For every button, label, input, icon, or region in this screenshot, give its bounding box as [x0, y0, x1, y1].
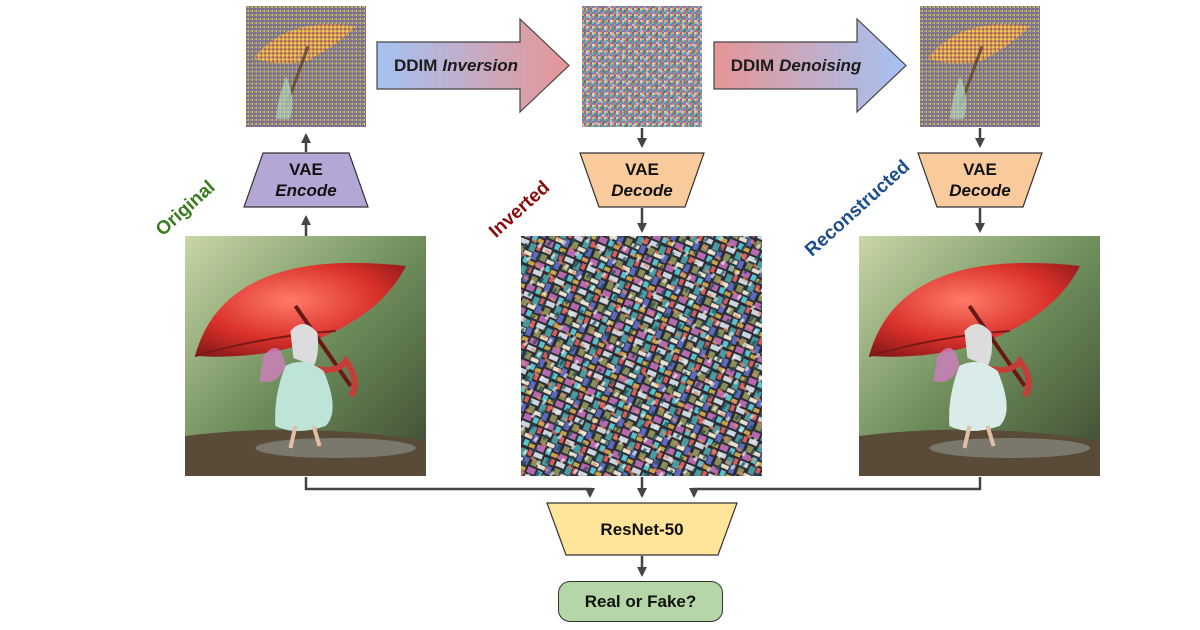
real-or-fake-output: Real or Fake?: [558, 581, 723, 622]
arrow-reconstructed-to-resnet: [689, 477, 982, 498]
encoded-latent-image: [246, 6, 366, 127]
vae-decode-reconstructed-sub: Decode: [949, 181, 1011, 200]
ddim-inversion-prefix: DDIM: [393, 55, 438, 75]
vae-decode-inverted-sub: Decode: [611, 181, 673, 200]
vae-decode-reconstructed-block: VAE Decode: [917, 152, 1043, 208]
original-image: [185, 236, 426, 476]
inverted-noise-latent-image: [582, 6, 702, 127]
arrow-original-to-resnet: [304, 477, 595, 498]
vae-encode-title: VAE: [289, 160, 323, 179]
vae-encode-sub: Encode: [275, 181, 337, 200]
reconstructed-image: [859, 236, 1100, 476]
ddim-denoising-arrow: DDIM Denoising: [713, 17, 907, 114]
resnet-label: ResNet-50: [600, 519, 684, 539]
vae-decode-inverted-block: VAE Decode: [579, 152, 705, 208]
vae-encode-block: VAE Encode: [243, 152, 369, 208]
resnet-classifier-block: ResNet-50: [546, 502, 738, 556]
ddim-inversion-arrow: DDIM Inversion: [376, 17, 570, 114]
ddim-denoising-emph: Denoising: [779, 55, 862, 75]
inverted-image: [521, 236, 762, 476]
vae-decode-inverted-title: VAE: [625, 160, 659, 179]
reconstructed-latent-image: [920, 6, 1040, 127]
ddim-inversion-emph: Inversion: [442, 55, 519, 75]
ddim-denoising-prefix: DDIM: [730, 55, 775, 75]
vae-decode-reconstructed-title: VAE: [963, 160, 997, 179]
